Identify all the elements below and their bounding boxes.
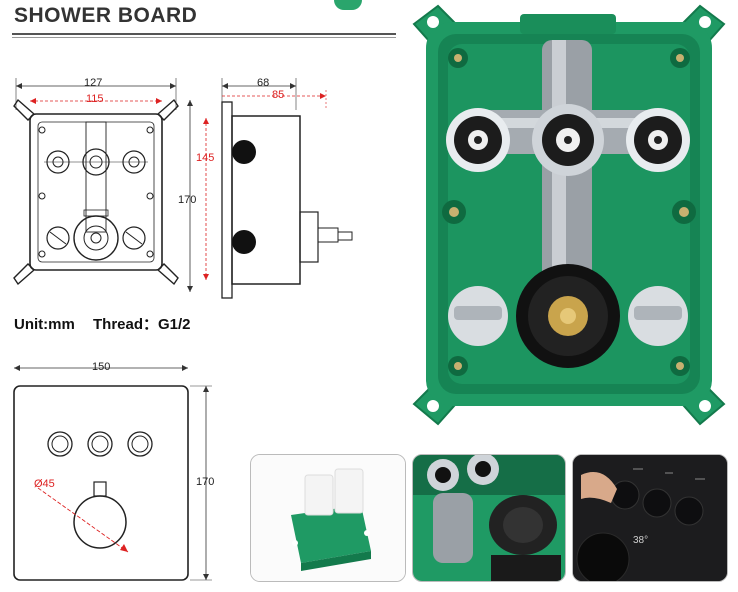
box-interior-image: [413, 455, 565, 581]
black-panel-image: [573, 455, 727, 581]
dim-width-outer: 127: [84, 77, 103, 89]
decorative-green-shape: [334, 0, 362, 10]
page-title: SHOWER BOARD: [14, 4, 198, 27]
temperature-label: 38°: [633, 535, 649, 546]
cover-plate-drawing: [13, 365, 212, 581]
dim-height-outer: 170: [178, 194, 197, 206]
spec-line: Unit:mm Thread：G1/2: [14, 313, 205, 334]
dim-depth-inner: 85: [272, 89, 285, 101]
title-underline-thin: [12, 37, 396, 38]
dim-knob-diameter: Ø45: [34, 478, 55, 490]
thumbnail-box-packaging[interactable]: [250, 454, 406, 582]
shower-box-photo: [412, 4, 726, 426]
dim-depth-outer: 68: [257, 77, 270, 89]
dim-plate-width: 150: [92, 361, 111, 373]
title-underline: [12, 33, 396, 35]
dim-plate-height: 170: [196, 476, 215, 488]
side-view-drawing: [187, 78, 353, 299]
box-packaging-image: [251, 455, 405, 581]
dim-width-inner: 115: [86, 93, 104, 105]
thumbnail-box-interior[interactable]: [412, 454, 566, 582]
thumbnail-black-panel[interactable]: 38°: [572, 454, 728, 582]
front-view-drawing: [13, 78, 179, 286]
dim-height-inner: 145: [196, 152, 215, 164]
thread-label: Thread：G1/2: [93, 316, 191, 333]
unit-label: Unit:mm: [14, 316, 75, 333]
